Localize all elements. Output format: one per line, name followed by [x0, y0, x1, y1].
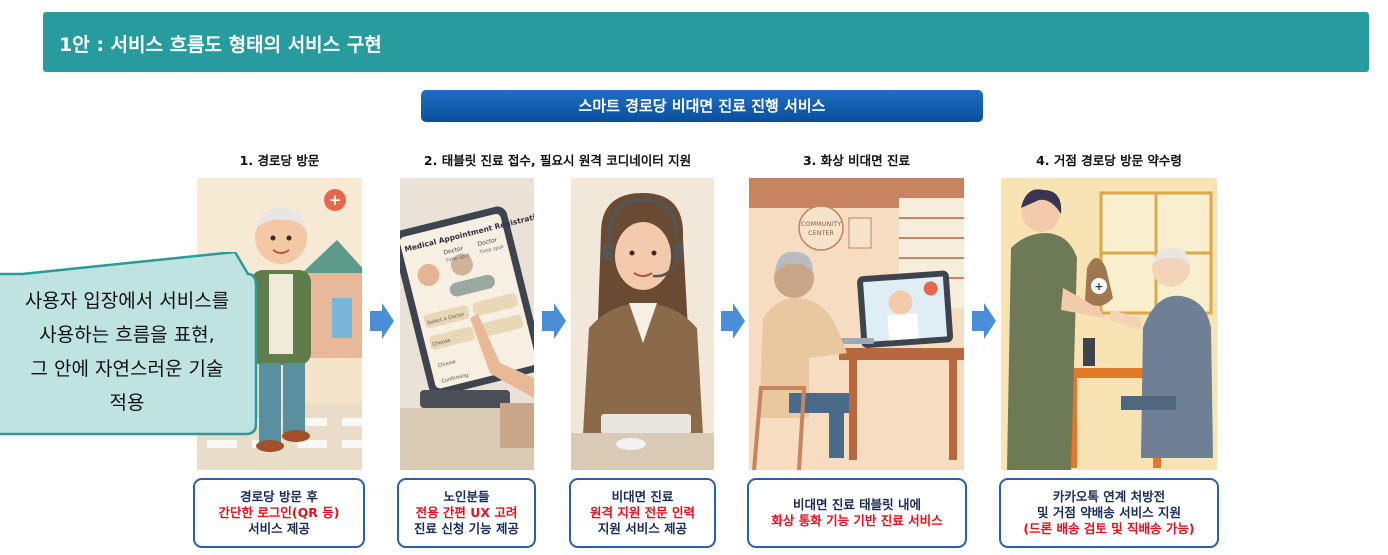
caption-step-1: 경로당 방문 후 간단한 로그인(QR 등) 서비스 제공 — [193, 478, 365, 548]
step-1-title: 1. 경로당 방문 — [239, 153, 320, 168]
section-title: 1안 : 서비스 흐름도 형태의 서비스 구현 — [59, 34, 382, 56]
svg-text:+: + — [329, 191, 342, 209]
svg-text:CENTER: CENTER — [808, 229, 835, 237]
step-2-title: 2. 태블릿 진료 접수, 필요시 원격 코디네이터 지원 — [423, 153, 692, 168]
service-banner: 스마트 경로당 비대면 진료 진행 서비스 — [421, 90, 983, 122]
svg-text:Doctor: Doctor — [443, 245, 465, 257]
speech-callout — [0, 252, 258, 436]
senior-visit-illustration: + — [197, 178, 362, 470]
caption-step-3: 비대면 진료 태블릿 내에 화상 통화 기능 기반 진료 서비스 — [747, 478, 967, 548]
step-4-title: 4. 거점 경로당 방문 약수령 — [1036, 153, 1182, 168]
flow-arrow-4-icon — [972, 303, 996, 339]
flow-arrow-2-icon — [542, 303, 566, 339]
caption-step-2b: 비대면 진료 원격 지원 전문 인력 지원 서비스 제공 — [569, 478, 716, 548]
svg-text:Choose: Choose — [437, 359, 456, 369]
svg-text:Choose: Choose — [432, 338, 451, 348]
tablet-registration-illustration: Medical Appointment Registration Doctor … — [400, 178, 534, 470]
callout-text: 사용자 입장에서 서비스를 사용하는 흐름을 표현, 그 안에 자연스러운 기술… — [24, 290, 230, 414]
svg-text:COMMUNITY: COMMUNITY — [801, 220, 841, 228]
medicine-pickup-illustration: + — [1001, 178, 1217, 470]
flow-arrow-3-icon — [721, 303, 745, 339]
section-header: 1안 : 서비스 흐름도 형태의 서비스 구현 — [43, 12, 1369, 72]
svg-text:+: + — [1094, 280, 1103, 293]
caption-step-4: 카카오톡 연계 처방전 및 거점 약배송 서비스 지원 (드론 배송 검토 및 … — [999, 478, 1219, 548]
video-consultation-illustration: COMMUNITY CENTER — [749, 178, 964, 470]
step-3-title: 3. 화상 비대면 진료 — [802, 153, 910, 168]
flow-arrow-1-icon — [370, 303, 394, 339]
remote-coordinator-illustration — [571, 178, 714, 470]
caption-step-2a: 노인분들 전용 간편 UX 고려 진료 신청 기능 제공 — [397, 478, 536, 548]
svg-text:Doctor: Doctor — [477, 236, 499, 248]
